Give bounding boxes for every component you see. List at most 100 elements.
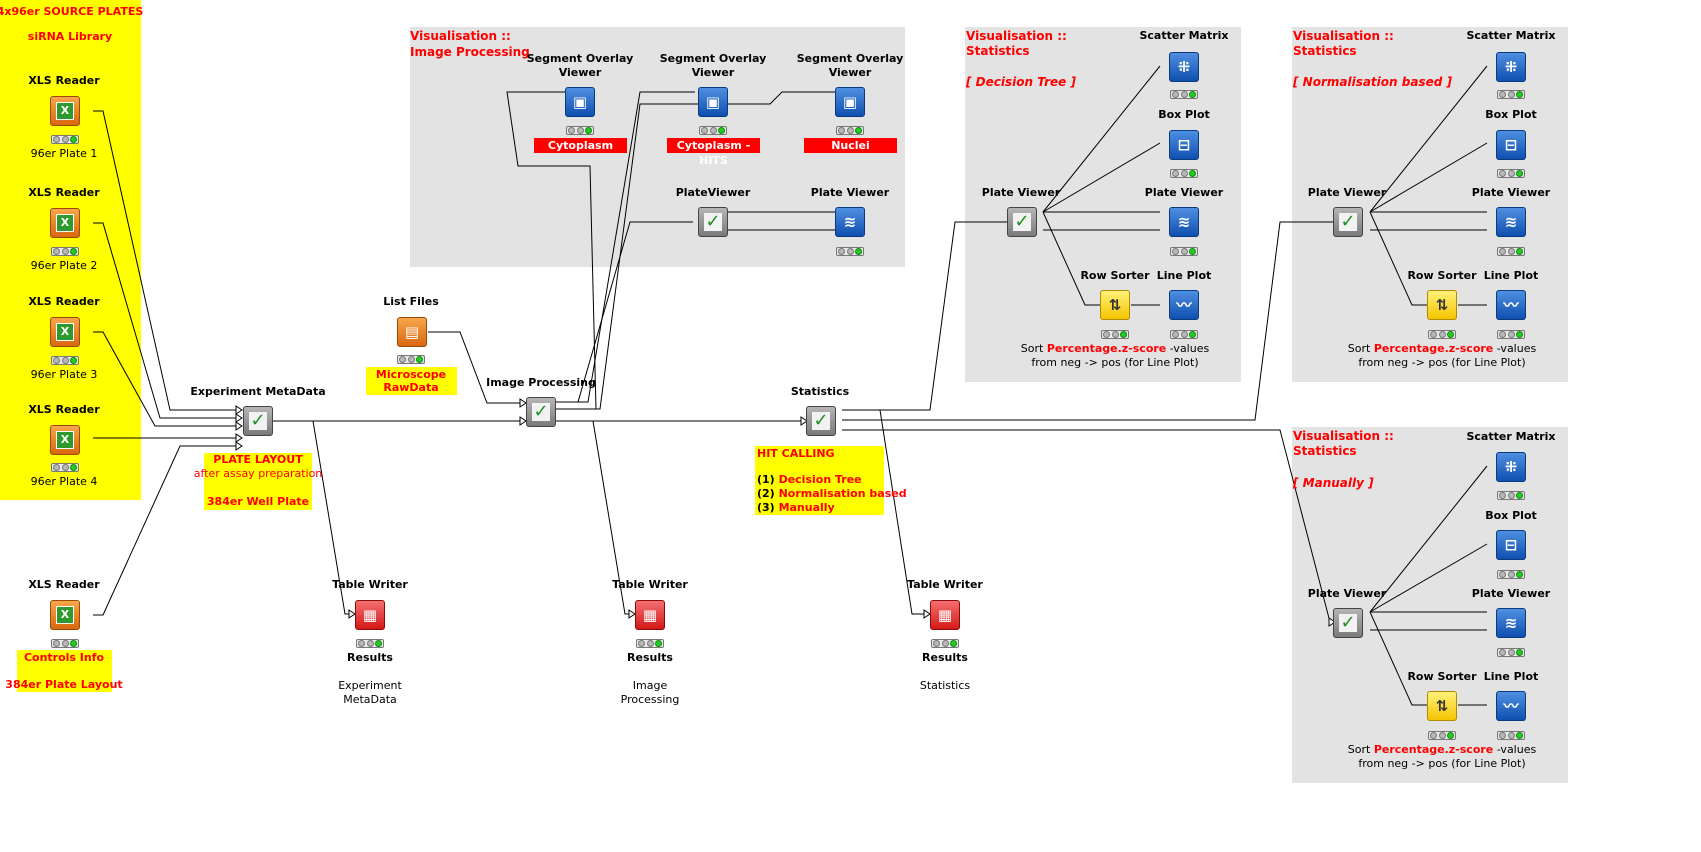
xls-reader-1-status [51,135,79,144]
vis-c-scatter-node[interactable]: ⁜ [1496,452,1526,482]
vis-b-line-plot-node[interactable]: 〰 [1496,290,1526,320]
vis-b-scatter-label: Scatter Matrix [1466,29,1556,42]
hit-calling-num-3: (3) [757,501,775,514]
xls-reader-1-node[interactable]: X [50,96,80,126]
vis-a-row-sorter-node[interactable]: ⇅ [1100,290,1130,320]
table-writer-3-node[interactable]: ▦ [930,600,960,630]
vis-c-row-sorter-status [1428,731,1456,740]
checkmark-icon: ✓ [1339,612,1357,633]
plate-layout-note [204,453,312,510]
xls-reader-2-label: XLS Reader [28,186,100,199]
vis-c-row-sorter-node[interactable]: ⇅ [1427,691,1457,721]
vis-b-box-status [1497,169,1525,178]
segment-viewer-3-label-1: Segment Overlay [796,52,904,65]
segment-viewer-3-status [836,126,864,135]
vis-c-sort-col: Percentage.z-score [1373,743,1494,756]
vis-c-plate-viewer-node[interactable]: ≋ [1496,608,1526,638]
image-plate-viewer-node[interactable]: ≋ [835,207,865,237]
xls-reader-2-caption: 96er Plate 2 [30,259,98,272]
layers-icon: ≋ [843,212,857,231]
vis-a-plate-viewer-status [1170,247,1198,256]
xls-reader-2-node[interactable]: X [50,208,80,238]
vis-c-title-1: Visualisation :: [1293,429,1394,443]
plateviewer-meta-node[interactable]: ✓ [698,207,728,237]
controls-xls-reader-node[interactable]: X [50,600,80,630]
vis-a-scatter-node[interactable]: ⁜ [1169,52,1199,82]
vis-c-scatter-label: Scatter Matrix [1466,430,1556,443]
line-plot-icon: 〰 [1503,295,1519,314]
vis-b-plate-viewer-meta-node[interactable]: ✓ [1333,207,1363,237]
vis-a-row-sorter-status [1101,330,1129,339]
segment-viewer-2-label-2: Viewer [691,66,735,79]
source-plates-title: 4x96er SOURCE PLATES [0,5,144,18]
xls-reader-4-node[interactable]: X [50,425,80,455]
vis-c-plate-viewer-status [1497,648,1525,657]
vis-c-box-node[interactable]: ⊟ [1496,530,1526,560]
xls-reader-3-status [51,356,79,365]
vis-b-row-sorter-status [1428,330,1456,339]
box-plot-icon: ⊟ [1504,135,1518,154]
vis-c-plate-viewer-meta-node[interactable]: ✓ [1333,608,1363,638]
vis-a-box-node[interactable]: ⊟ [1169,130,1199,160]
hit-calling-item-1: (1) Decision Tree [757,473,862,487]
statistics-node[interactable]: ✓ [806,406,836,436]
hit-calling-text-3: Manually [778,501,835,514]
hit-calling-item-2: (2) Normalisation based [757,487,907,501]
excel-icon: X [56,214,74,232]
table-writer-1-status [356,639,384,648]
list-files-node[interactable]: ▤ [397,317,427,347]
image-plate-viewer-status [836,247,864,256]
table-writer-2-node[interactable]: ▦ [635,600,665,630]
vis-b-box-node[interactable]: ⊟ [1496,130,1526,160]
box-plot-icon: ⊟ [1504,535,1518,554]
controls-xls-reader-status [51,639,79,648]
layers-icon: ≋ [1504,212,1518,231]
controls-plate-layout-label: 384er Plate Layout [5,678,123,691]
plate-layout-sub: after assay preparation [193,467,323,480]
segment-viewer-2-node[interactable]: ▣ [698,87,728,117]
sort-arrows-icon: ⇅ [1108,295,1122,314]
table-write-icon: ▦ [937,605,953,624]
vis-a-plate-viewer-node[interactable]: ≋ [1169,207,1199,237]
vis-c-method: [ Manually ] [1293,476,1374,490]
vis-b-scatter-node[interactable]: ⁜ [1496,52,1526,82]
vis-a-sort-line2: from neg -> pos (for Line Plot) [1031,356,1199,369]
segment-viewer-3-label-2: Viewer [828,66,872,79]
plate-layout-384: 384er Well Plate [206,495,310,508]
vis-b-sort-post: -values [1493,342,1537,355]
excel-icon: X [56,323,74,341]
table-writer-1-desc-1: Experiment [338,679,402,692]
vis-c-sort-line2: from neg -> pos (for Line Plot) [1358,757,1526,770]
xls-reader-3-node[interactable]: X [50,317,80,347]
plate-layout-title: PLATE LAYOUT [213,453,303,466]
vis-c-line-plot-node[interactable]: 〰 [1496,691,1526,721]
checkmark-icon: ✓ [704,211,722,232]
segment-overlay-icon: ▣ [705,92,721,111]
table-writer-1-node[interactable]: ▦ [355,600,385,630]
layers-icon: ≋ [1177,212,1191,231]
segment-viewer-1-node[interactable]: ▣ [565,87,595,117]
vis-a-plate-viewer-meta-node[interactable]: ✓ [1007,207,1037,237]
vis-c-line-plot-status [1497,731,1525,740]
vis-statistics-normalisation-panel [1292,27,1568,382]
vis-a-sort-pre: Sort [1020,342,1047,355]
checkmark-icon: ✓ [532,401,550,422]
vis-a-line-plot-node[interactable]: 〰 [1169,290,1199,320]
image-processing-node[interactable]: ✓ [526,397,556,427]
segment-viewer-3-node[interactable]: ▣ [835,87,865,117]
experiment-metadata-node[interactable]: ✓ [243,406,273,436]
scatter-matrix-icon: ⁜ [1504,57,1518,76]
experiment-metadata-label: Experiment MetaData [190,385,326,398]
xls-reader-2-status [51,247,79,256]
list-files-status [397,355,425,364]
vis-b-plate-viewer-node[interactable]: ≋ [1496,207,1526,237]
vis-b-row-sorter-node[interactable]: ⇅ [1427,290,1457,320]
sort-arrows-icon: ⇅ [1435,696,1449,715]
vis-a-plate-viewer-node-label: Plate Viewer [981,186,1061,199]
xls-reader-1-label: XLS Reader [28,74,100,87]
segment-viewer-3-tag: Nuclei [804,138,897,153]
table-writer-3-caption: Results [922,651,968,664]
vis-a-sort-col: Percentage.z-score [1046,342,1167,355]
checkmark-icon: ✓ [1339,211,1357,232]
